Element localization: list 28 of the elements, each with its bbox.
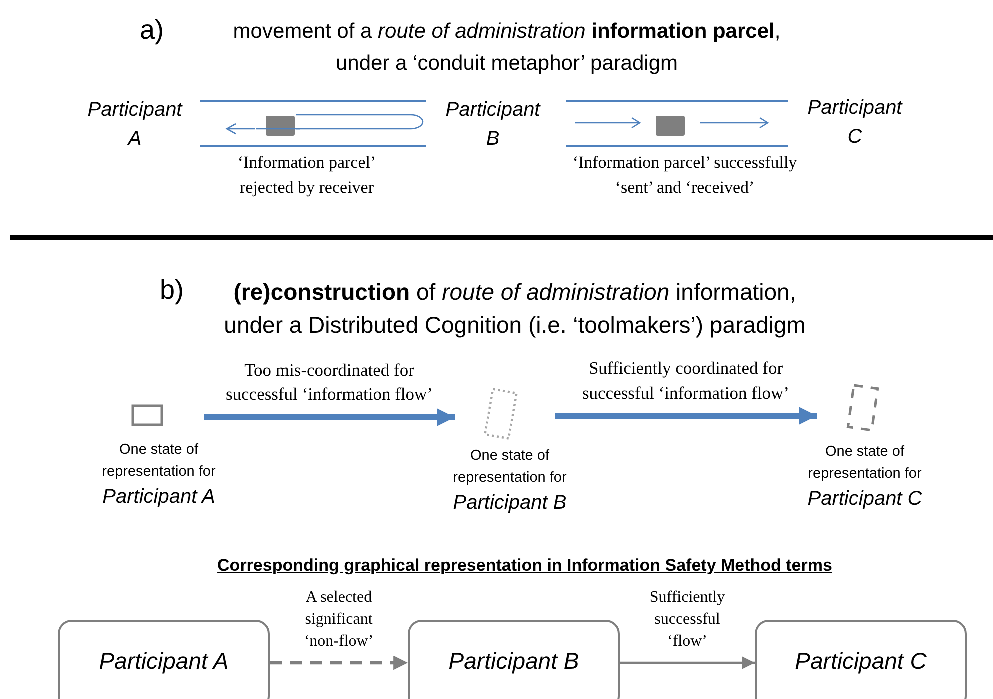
subheading: Corresponding graphical representation in Information Safety Method terms <box>216 556 834 576</box>
participant-box <box>58 620 270 699</box>
pipe-caption: ‘Information parcel’ successfully ‘sent’ and ‘received’ <box>572 152 798 199</box>
section-heading: (re)construction of route of administration information, under a Distributed Cognition (i.e. ‘toolmakers’) paradigm <box>223 278 807 340</box>
arrow <box>620 656 755 670</box>
pipe-caption: ‘Information parcel’ rejected by receiver <box>236 152 378 199</box>
participant-name: Participant C <box>795 648 927 675</box>
state-caption: One state of representation for <box>807 443 923 484</box>
section-heading: movement of a route of administration information parcel, under a ‘conduit metaphor’ paradigm <box>232 19 782 76</box>
participant-name: Participant B <box>448 648 580 675</box>
section-letter: a) <box>140 14 166 46</box>
state-rectangle <box>487 389 515 439</box>
participant-name: Participant A <box>88 99 182 150</box>
participant-name: Participant C <box>808 97 902 148</box>
participant-box <box>755 620 967 699</box>
participant-name: Participant B <box>446 99 540 150</box>
participant-box <box>408 620 620 699</box>
participant-name: Participant A <box>99 648 229 675</box>
arrow <box>270 656 408 670</box>
state-caption: One state of representation for <box>101 441 217 482</box>
state-caption: One state of representation for <box>452 447 568 488</box>
participant-name: Participant A <box>102 485 216 509</box>
section-letter: b) <box>160 274 186 306</box>
participant-name: Participant C <box>806 487 924 511</box>
participant-name: Participant B <box>452 491 568 515</box>
arrow <box>555 407 817 425</box>
state-rectangle <box>131 404 164 427</box>
arrow <box>204 408 455 426</box>
